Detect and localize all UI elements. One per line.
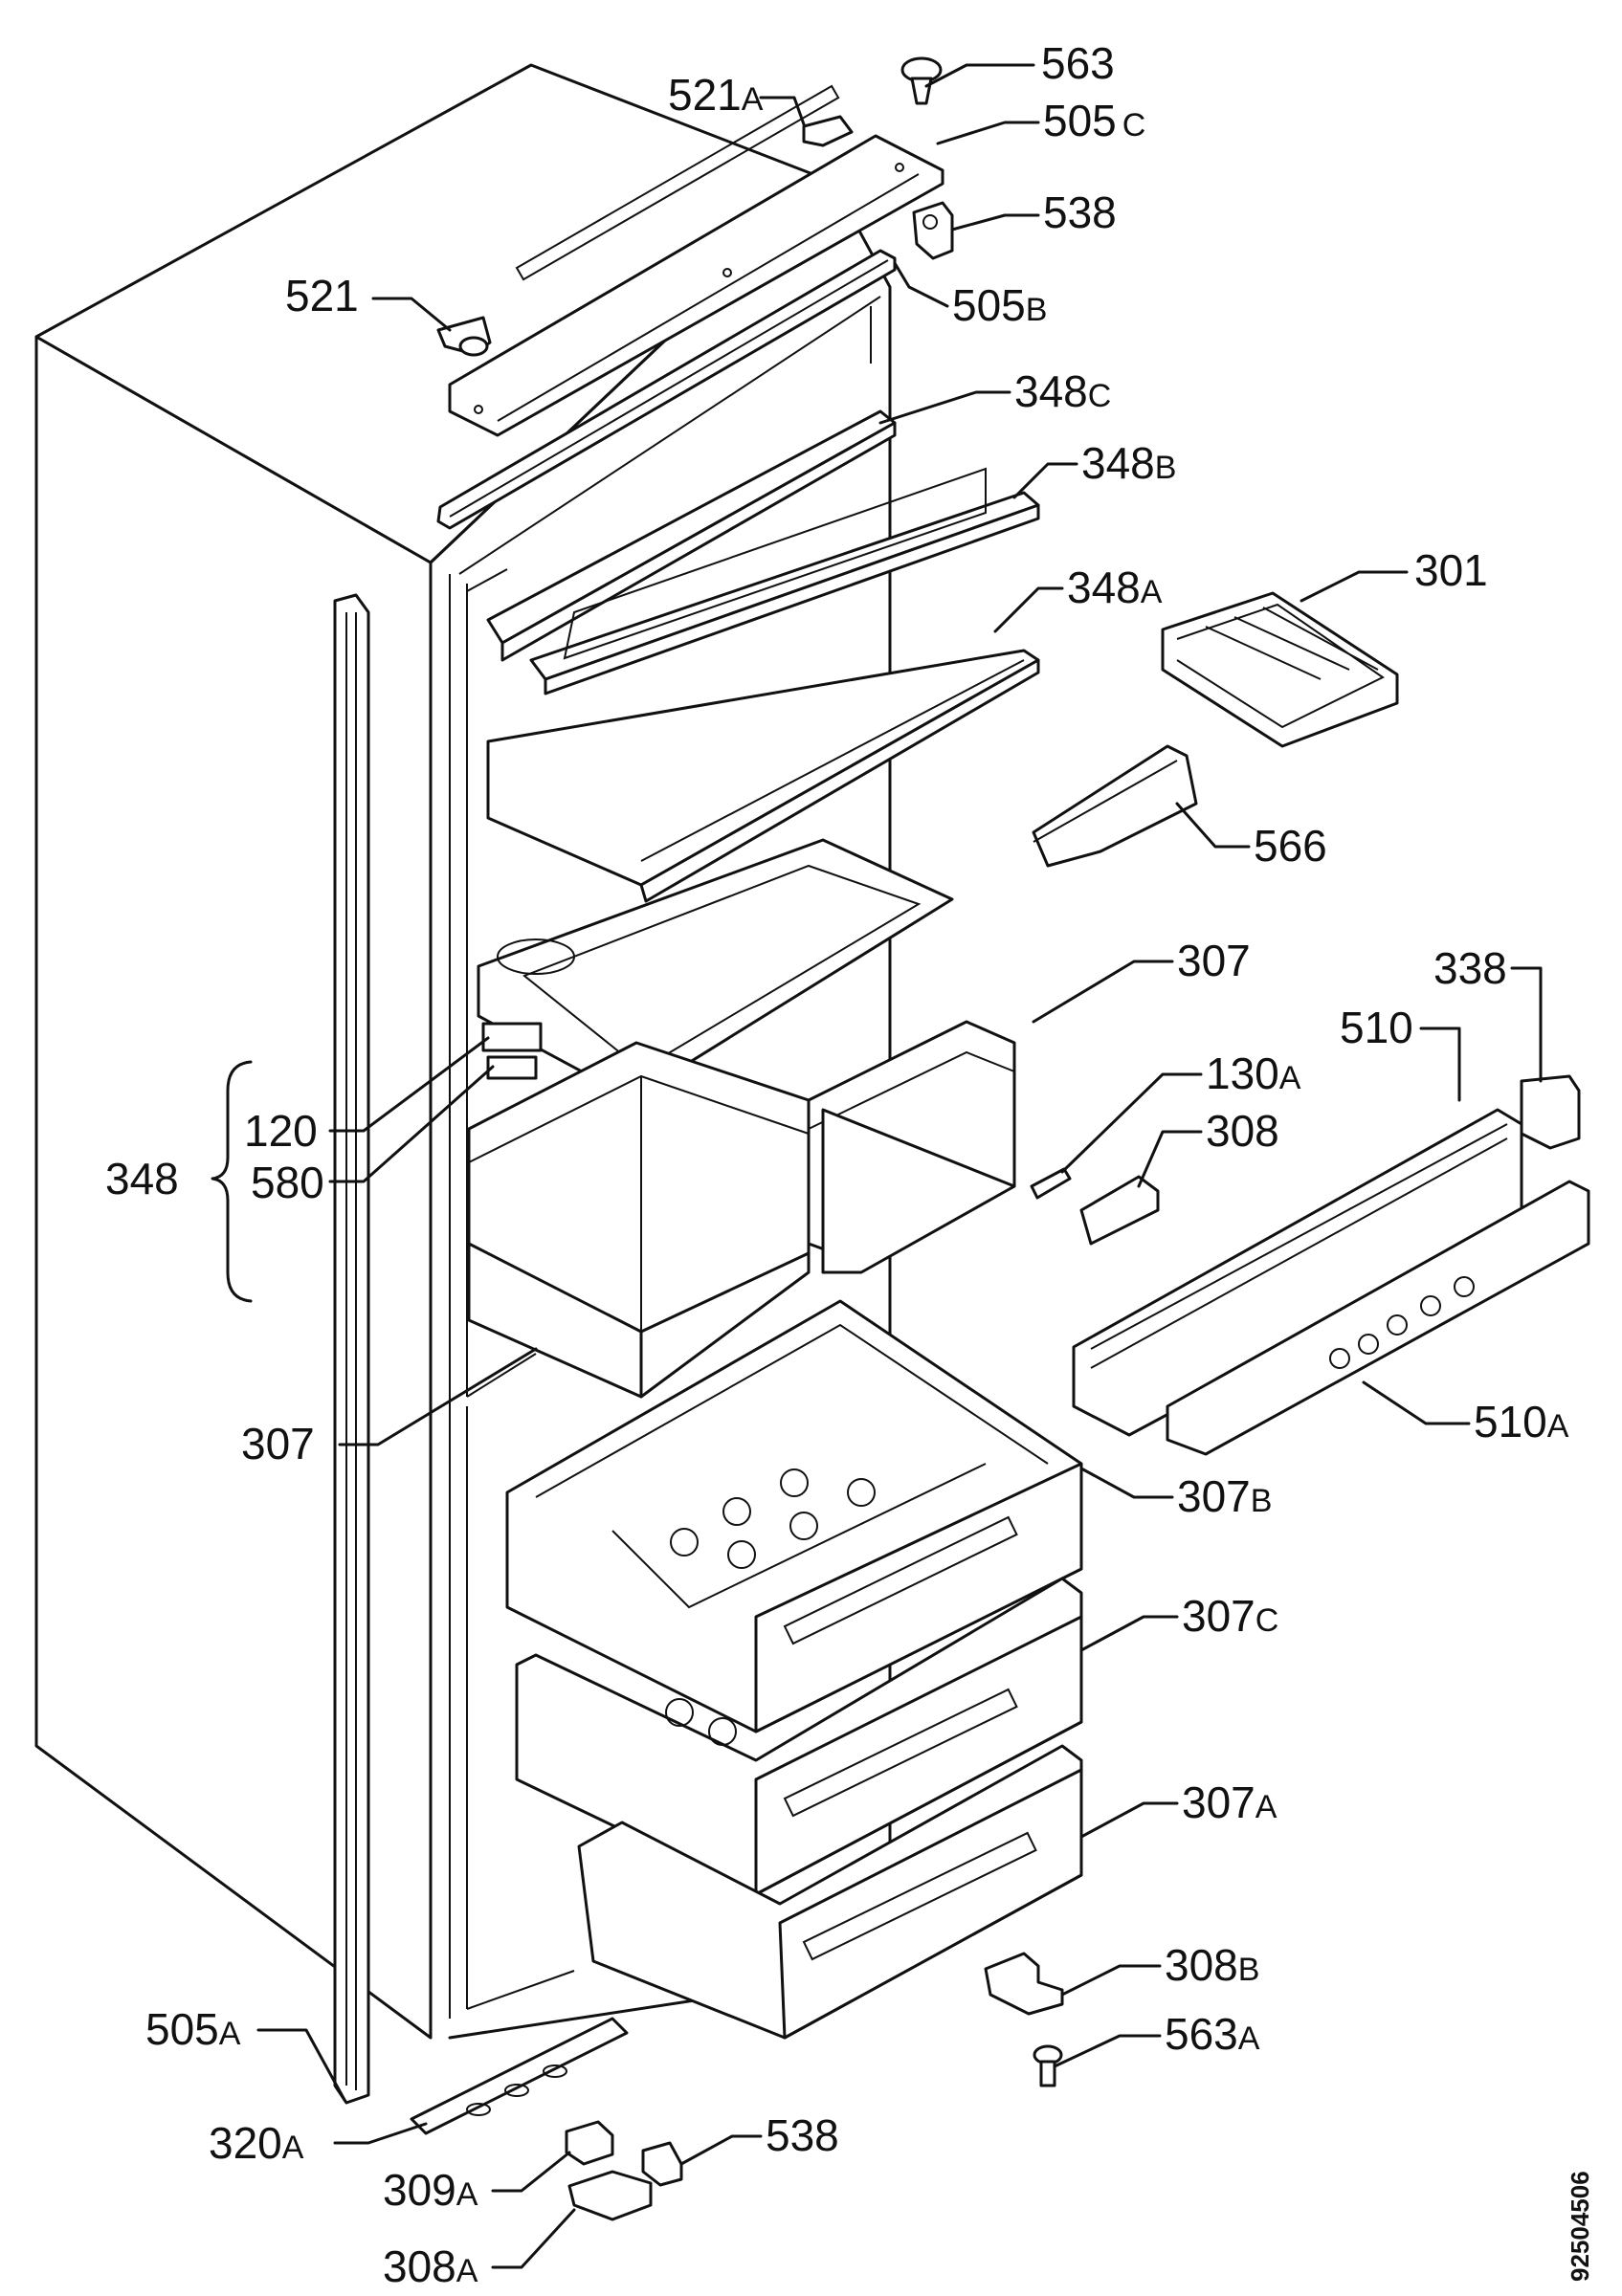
callout-563a: 563A	[1165, 2009, 1260, 2059]
brace-348	[211, 1060, 253, 1303]
hinge-cover-505c	[448, 84, 944, 437]
clip-130a	[1030, 1167, 1072, 1200]
screw-563	[900, 56, 943, 105]
drawer-307c	[515, 1577, 1083, 1896]
callout-348c: 348C	[1014, 366, 1111, 416]
bracket-308b	[984, 1952, 1064, 2016]
drawer-307b	[505, 1299, 1083, 1733]
glass-shelf-lower	[477, 838, 954, 1100]
callout-538-bottom: 538	[766, 2110, 839, 2160]
shelf-348a	[486, 649, 1040, 903]
callout-505b: 505B	[952, 280, 1047, 330]
callout-521: 521	[285, 271, 359, 320]
hinge-bar-505b	[436, 249, 897, 530]
callout-307-top: 307	[1177, 936, 1251, 985]
callout-348b: 348B	[1081, 438, 1176, 488]
callout-120: 120	[244, 1106, 318, 1156]
callout-301: 301	[1414, 545, 1488, 595]
cabinet	[34, 63, 892, 2040]
hinge-pin-538-bottom	[641, 2141, 683, 2187]
bracket-308a	[567, 2170, 653, 2221]
callout-566: 566	[1254, 821, 1327, 871]
bracket-320a	[410, 2017, 629, 2135]
callout-521a: 521A	[668, 70, 764, 120]
crisper-307-right	[807, 1020, 1016, 1274]
screw-563a	[1033, 2044, 1063, 2087]
shelf-348b	[529, 467, 1040, 695]
callout-505a: 505A	[145, 2004, 241, 2054]
leader-lines	[256, 63, 1543, 2269]
cover-309a	[565, 2120, 614, 2166]
callout-307c: 307C	[1182, 1591, 1278, 1641]
callout-307-left: 307	[241, 1419, 315, 1468]
crisper-307-left	[467, 1041, 811, 1399]
callout-320a: 320A	[209, 2118, 304, 2168]
hinge-cap-521a	[802, 115, 854, 147]
hinge-cap-521	[436, 316, 492, 357]
callout-348: 348	[105, 1154, 179, 1203]
callout-510a: 510A	[1474, 1397, 1569, 1446]
drawing-code: 92504506	[1566, 2171, 1594, 2282]
bracket-308	[1079, 1175, 1160, 1246]
ice-scoop-566	[1032, 744, 1198, 868]
callout-563: 563	[1041, 38, 1115, 88]
callout-307b: 307B	[1177, 1471, 1272, 1521]
door-bar-510a	[1166, 1180, 1590, 1456]
callout-538-top: 538	[1043, 188, 1117, 237]
callout-308: 308	[1206, 1106, 1279, 1156]
hinge-pin-538-top	[912, 201, 954, 260]
shelf-label-120-580	[481, 1022, 543, 1080]
callout-338: 338	[1433, 943, 1507, 993]
door-gasket-505a	[333, 593, 370, 2105]
callout-308b: 308B	[1165, 1940, 1259, 1990]
drawer-307a	[577, 1744, 1083, 2040]
shelf-348c	[486, 409, 897, 662]
callout-348a: 348A	[1067, 563, 1163, 612]
callout-308a: 308A	[383, 2241, 478, 2291]
callout-130a: 130A	[1206, 1049, 1301, 1098]
callout-307a: 307A	[1182, 1777, 1278, 1827]
callout-580: 580	[251, 1158, 324, 1207]
ice-tray-301	[1161, 591, 1399, 748]
callout-309a: 309A	[383, 2165, 478, 2215]
callout-510: 510	[1340, 1003, 1413, 1052]
end-cap-338	[1520, 1074, 1581, 1150]
